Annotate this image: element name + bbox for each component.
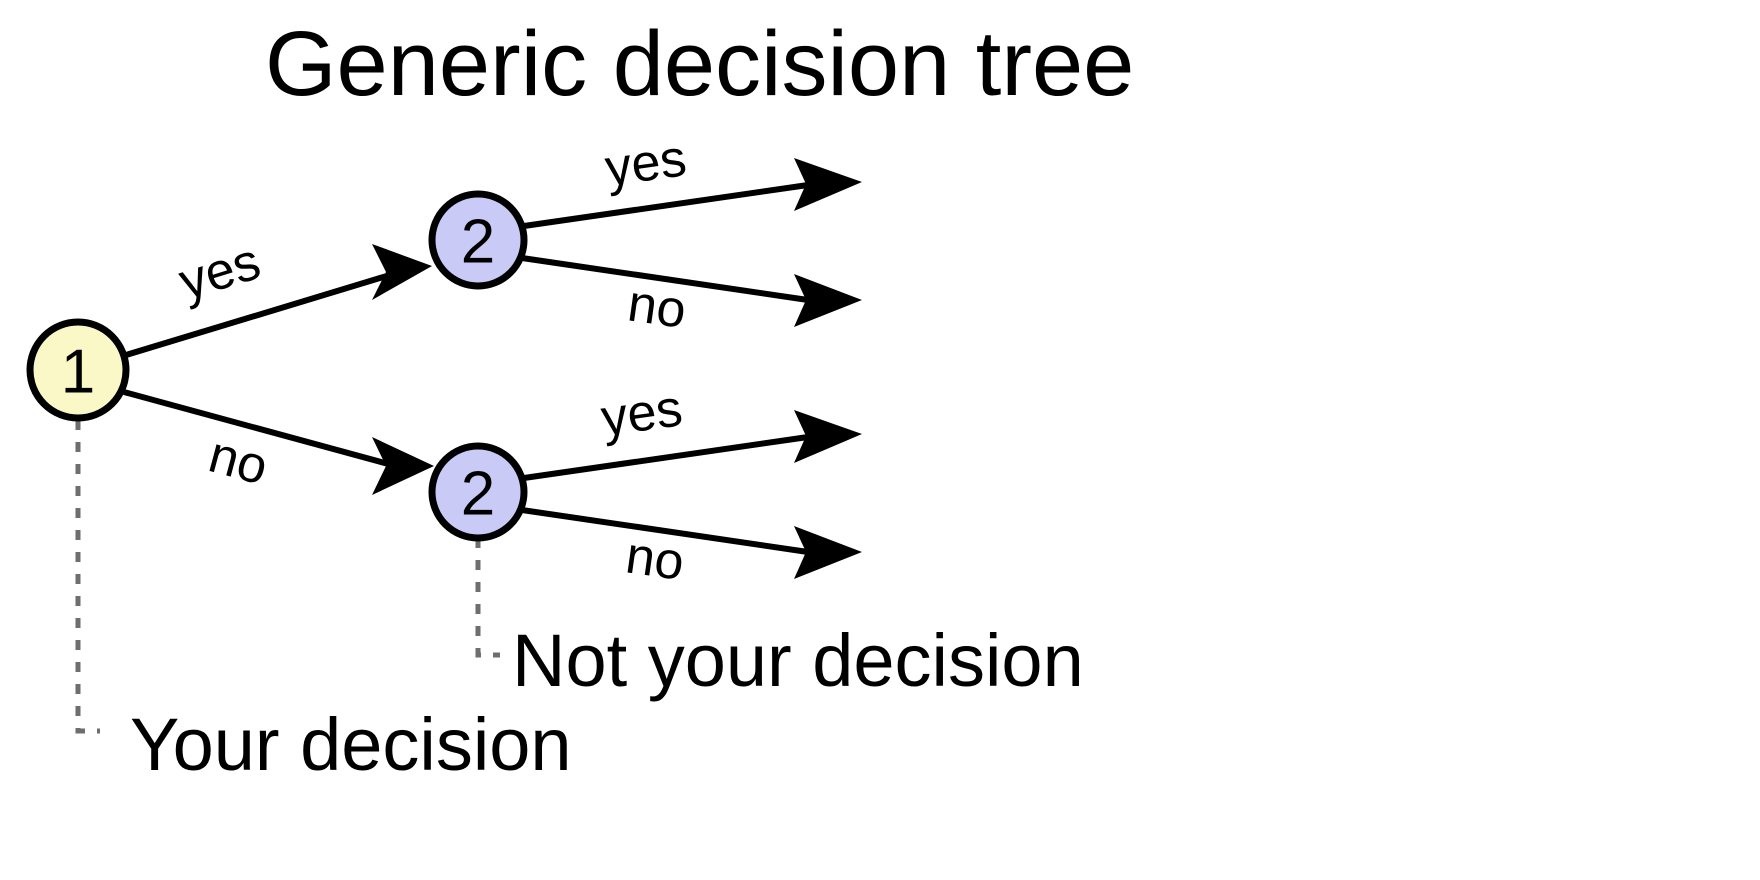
node-upper-label: 2 (461, 208, 495, 277)
edge-lower-no-arrowhead (794, 526, 862, 579)
edge-label-root-yes: yes (173, 232, 267, 311)
node-lower[interactable]: 2 (428, 442, 528, 542)
edge-root-no-arrowhead (372, 437, 434, 495)
edge-lower-yes-line (523, 434, 809, 481)
edge-upper-yes-line (523, 182, 809, 229)
node-lower-circle[interactable] (428, 442, 528, 542)
edge-label-upper-no: no (624, 274, 689, 339)
node-root-label: 1 (61, 338, 95, 407)
page-title: Generic decision tree (265, 13, 1134, 115)
edge-upper-no-arrowhead (794, 274, 862, 327)
edge-root-yes-line (125, 272, 391, 358)
edge-root-yes-arrowhead (372, 244, 432, 300)
edge-label-lower-no: no (622, 526, 687, 591)
node-lower-label: 2 (461, 460, 495, 529)
leader-line-not-your-decision (475, 538, 500, 658)
edge-upper-yes: yes (523, 129, 862, 229)
edge-upper-no-line (521, 255, 809, 303)
edge-label-lower-yes: yes (598, 379, 686, 448)
edge-upper-yes-arrowhead (794, 158, 862, 211)
node-upper[interactable]: 2 (428, 190, 528, 290)
leader-line-your-decision (75, 420, 100, 734)
edge-label-upper-yes: yes (602, 129, 690, 198)
edge-root-no-line (123, 389, 393, 468)
edge-root-no: no (123, 389, 434, 497)
edge-lower-yes: yes (523, 379, 862, 481)
caption-not-your-decision: Not your decision (512, 619, 1084, 702)
edge-lower-no-line (521, 507, 809, 555)
edge-upper-no: no (521, 255, 862, 340)
edge-lower-no: no (521, 507, 862, 592)
node-root[interactable]: 1 (26, 318, 130, 422)
edge-label-root-no: no (203, 426, 274, 497)
node-root-circle[interactable] (26, 318, 130, 422)
caption-your-decision: Your decision (130, 703, 572, 786)
edge-root-yes: yes (125, 232, 432, 358)
node-upper-circle[interactable] (428, 190, 528, 290)
edge-lower-yes-arrowhead (794, 410, 862, 463)
